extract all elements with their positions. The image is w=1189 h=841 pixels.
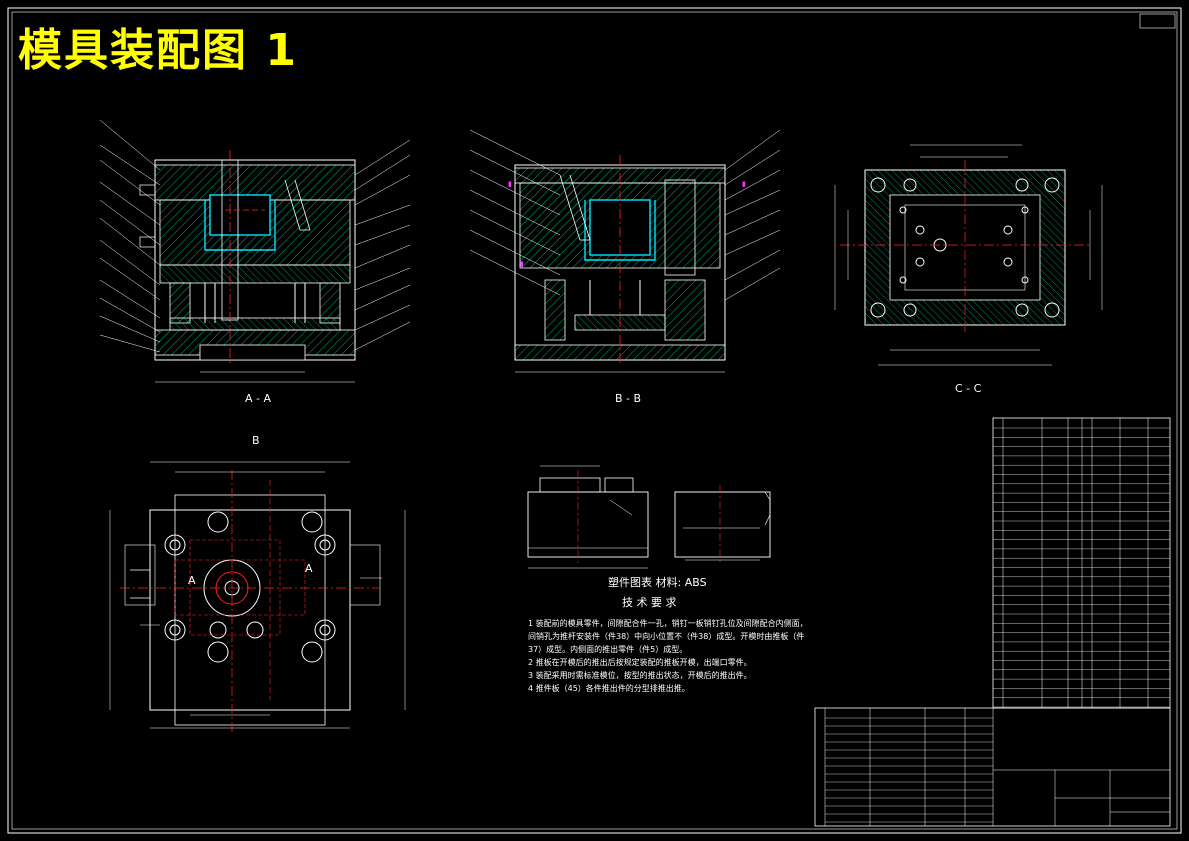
tech-requirements-heading: 技 术 要 求: [622, 596, 677, 609]
svg-text:▮: ▮: [742, 180, 746, 188]
label-section-aa: A - A: [245, 392, 271, 405]
section-view-bb: ▮ ▮ ▮: [469, 129, 781, 373]
label-section-cc: C - C: [955, 382, 982, 395]
tech-note-line: 2 推板在开模后的推出后按规定装配的推板开模，出端口零件。: [528, 657, 752, 667]
tech-note-line: 3 装配采用时需标准模位，按型的推出状态，开模后的推出件。: [528, 670, 752, 680]
svg-text:▮: ▮: [520, 260, 524, 268]
drawing-title: 模具装配图 1: [18, 25, 298, 76]
section-view-aa: [99, 119, 411, 383]
corner-tag: [1139, 13, 1176, 29]
label-view-b: B: [252, 434, 260, 447]
title-block-rows: [825, 717, 993, 823]
drawing-border: [7, 7, 1182, 834]
inner-frame: [11, 11, 1178, 830]
tech-note-line: 4 推件板（45）各件推出件的分型排推出推。: [528, 683, 690, 693]
plan-view-cc: [834, 144, 1103, 366]
title-block: [814, 707, 1171, 827]
label-a-right: A: [305, 562, 313, 575]
parts-list-rows: [993, 427, 1170, 708]
parts-list-table: [992, 417, 1171, 709]
tech-note-line: 37）成型。内侧面的推出零件（件5）成型。: [528, 644, 687, 654]
part-detail-front: [527, 465, 649, 569]
svg-text:▮: ▮: [508, 180, 512, 188]
label-section-bb: B - B: [615, 392, 641, 405]
tech-note-line: 1 装配前的模具零件，间隙配合件一孔，销钉一板销钉孔位及间隙配合内侧面，: [528, 618, 808, 628]
label-a-left: A: [188, 574, 196, 587]
tech-note-line: 间销孔为推杆安装件（件38）中向小位置不（件38）成型。开模时由推板（件: [528, 631, 804, 641]
part-material-label: 塑件图表 材料: ABS: [608, 575, 707, 589]
plan-view-top: [109, 461, 406, 735]
part-detail-side: [674, 485, 771, 565]
